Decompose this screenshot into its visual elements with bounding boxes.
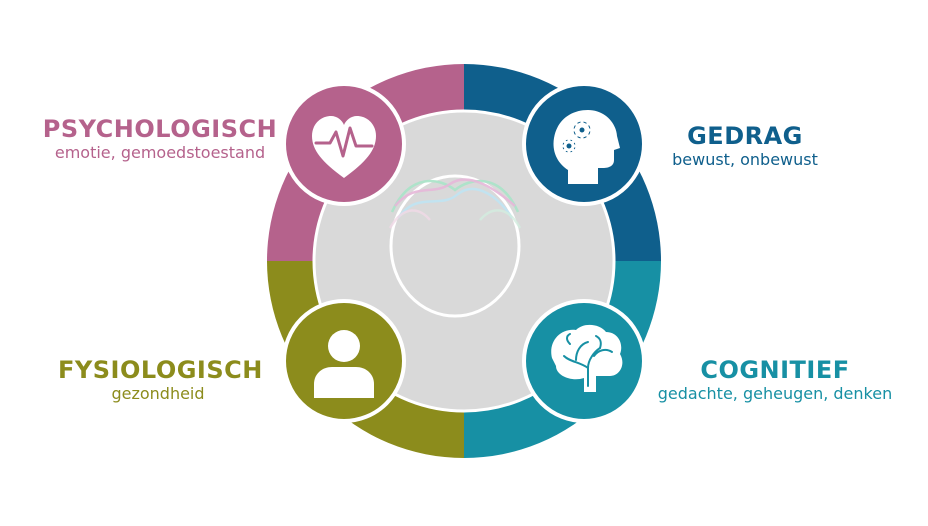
cognitief-title: COGNITIEF [700, 356, 850, 384]
person-icon [314, 330, 374, 398]
head-gears-icon [553, 110, 620, 184]
label-cognitief: COGNITIEF gedachte, geheugen, denken [630, 356, 920, 404]
label-fysiologisch: FYSIOLOGISCH gezondheid [58, 356, 263, 404]
fysiologisch-subtitle: gezondheid [111, 384, 205, 403]
cognitief-badge [522, 299, 646, 423]
fysiologisch-badge [282, 299, 406, 423]
cognitief-subtitle: gedachte, geheugen, denken [657, 384, 893, 403]
gedrag-subtitle: bewust, onbewust [672, 150, 818, 169]
label-psychologisch: PSYCHOLOGISCH emotie, gemoedstoestand [40, 115, 280, 163]
fysiologisch-title: FYSIOLOGISCH [58, 356, 263, 384]
psychologisch-badge [282, 82, 406, 206]
center-ring-icon [388, 174, 522, 318]
brain-icon [551, 324, 623, 392]
gedrag-title: GEDRAG [687, 122, 803, 150]
heartbeat-icon [312, 116, 376, 178]
label-gedrag: GEDRAG bewust, onbewust [645, 122, 845, 170]
psychologisch-title: PSYCHOLOGISCH [42, 115, 278, 143]
gedrag-badge [522, 82, 646, 206]
psychologisch-subtitle: emotie, gemoedstoestand [54, 143, 266, 162]
